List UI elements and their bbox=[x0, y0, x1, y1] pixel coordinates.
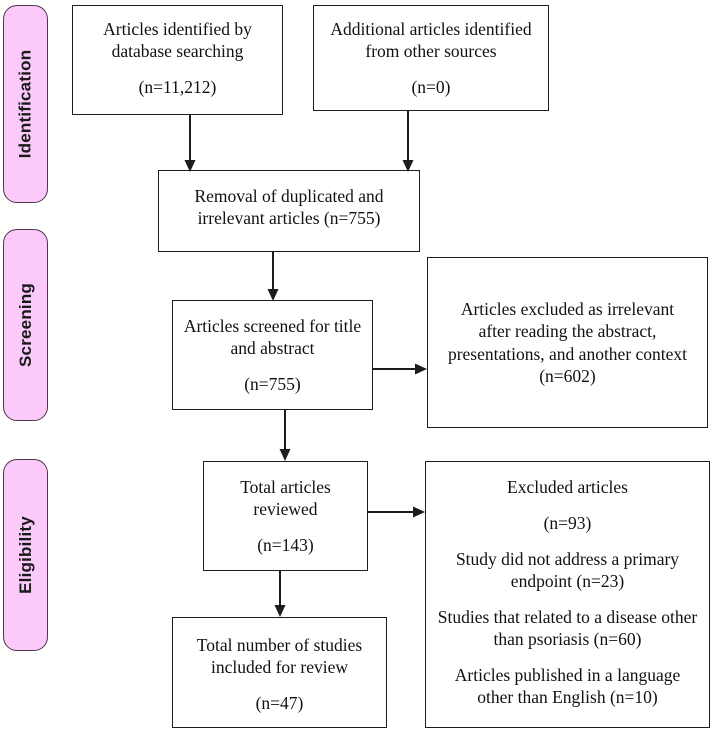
box-total-studies-included: Total number of studies included for rev… bbox=[172, 617, 387, 728]
box-additional-articles-other-sources: Additional articles identified from othe… bbox=[313, 5, 549, 111]
stage-label-eligibility: Eligibility bbox=[15, 516, 35, 594]
arrow-removal-to-screened bbox=[267, 252, 279, 301]
box-excluded-detail-reason-3: Articles published in a language other t… bbox=[454, 665, 681, 708]
stage-label-screening: Screening bbox=[15, 283, 35, 367]
box-articles-screened-title-abstract: Articles screened for title and abstract… bbox=[172, 300, 373, 410]
stage-badge-eligibility: Eligibility bbox=[3, 459, 48, 651]
box-identified-db-text: Articles identified by database searchin… bbox=[103, 19, 252, 62]
box-total-included-count: (n=47) bbox=[255, 693, 304, 714]
arrow-total-reviewed-to-total-included bbox=[274, 571, 286, 617]
arrow-additional-to-removal bbox=[402, 111, 414, 172]
stage-label-identification: Identification bbox=[15, 49, 35, 159]
box-excluded-abstract-count: (n=602) bbox=[539, 365, 596, 386]
arrow-identified-to-removal bbox=[184, 115, 196, 172]
arrow-screened-to-excluded-abstract bbox=[373, 363, 427, 375]
box-excluded-abstract-text: Articles excluded as irrelevant after re… bbox=[447, 299, 688, 364]
box-additional-count: (n=0) bbox=[411, 77, 451, 98]
box-total-reviewed-text: Total articles reviewed bbox=[240, 477, 331, 520]
arrow-screened-to-total-reviewed bbox=[279, 410, 291, 461]
box-total-reviewed-count: (n=143) bbox=[257, 535, 314, 556]
stage-badge-identification: Identification bbox=[3, 5, 48, 203]
stage-badge-screening: Screening bbox=[3, 229, 48, 421]
box-excluded-detail-reason-1: Study did not address a primary endpoint… bbox=[455, 549, 680, 592]
box-removal-duplicated-irrelevant: Removal of duplicated and irrelevant art… bbox=[158, 170, 420, 252]
arrow-total-reviewed-to-excluded-detail bbox=[368, 506, 425, 518]
box-excluded-articles-detail: Excluded articles (n=93) Study did not a… bbox=[425, 461, 710, 728]
box-articles-identified-database: Articles identified by database searchin… bbox=[72, 5, 283, 115]
box-identified-db-count: (n=11,212) bbox=[138, 77, 217, 98]
box-screened-count: (n=755) bbox=[244, 374, 301, 395]
box-excluded-detail-count: (n=93) bbox=[543, 513, 592, 534]
box-additional-text: Additional articles identified from othe… bbox=[330, 19, 532, 62]
box-removal-text: Removal of duplicated and irrelevant art… bbox=[194, 186, 384, 229]
box-excluded-detail-heading: Excluded articles bbox=[507, 477, 628, 497]
box-excluded-detail-reason-2: Studies that related to a disease other … bbox=[437, 607, 698, 650]
box-total-included-text: Total number of studies included for rev… bbox=[196, 635, 363, 678]
box-articles-excluded-after-abstract: Articles excluded as irrelevant after re… bbox=[427, 257, 708, 428]
box-screened-text: Articles screened for title and abstract bbox=[183, 316, 362, 359]
box-total-articles-reviewed: Total articles reviewed (n=143) bbox=[203, 461, 368, 571]
